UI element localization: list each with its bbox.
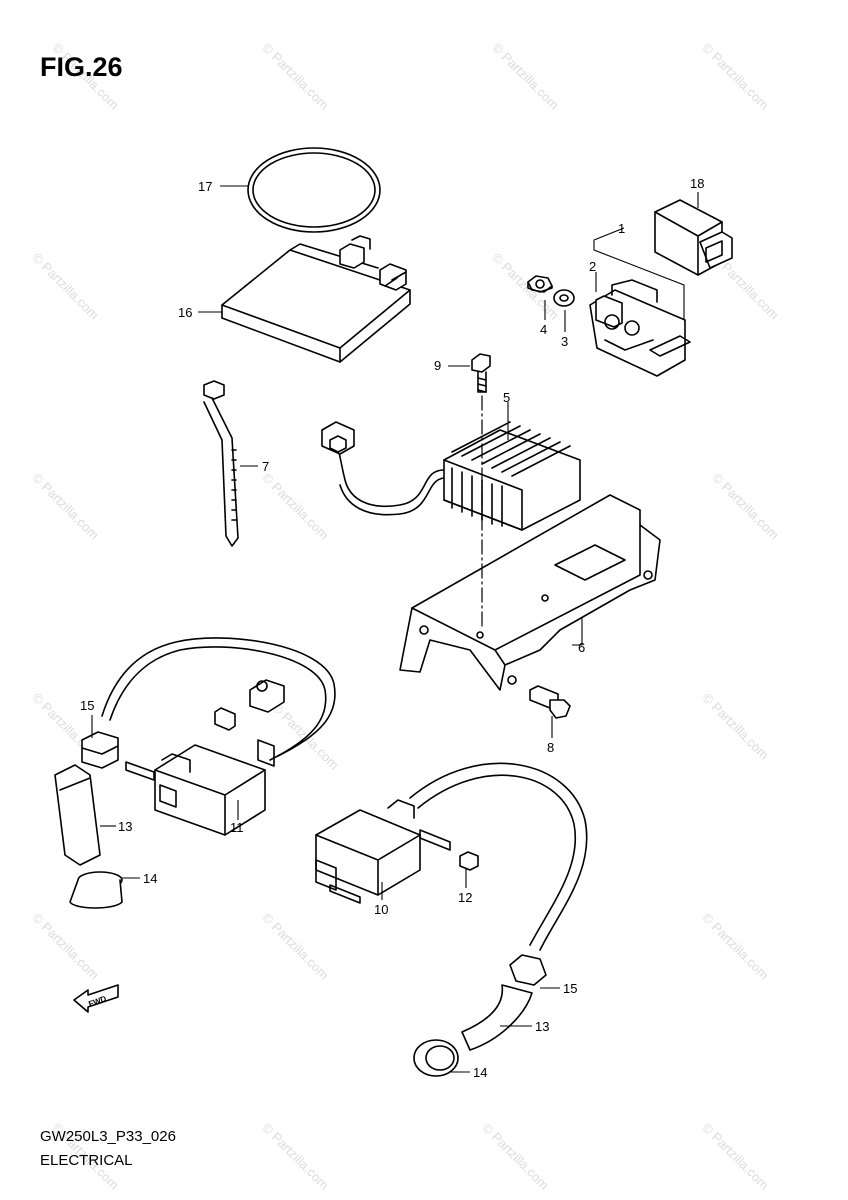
figure-title: FIG.26 <box>40 52 123 82</box>
callout-10: 10 <box>374 902 388 917</box>
part-3-washer[interactable] <box>553 289 575 307</box>
part-10-ignition-coil[interactable] <box>315 762 588 951</box>
part-9-bolt[interactable] <box>471 353 491 393</box>
callout-15: 15 <box>80 698 94 713</box>
part-15-cap-seal[interactable] <box>81 731 119 769</box>
fwd-arrow-icon <box>73 984 119 1013</box>
callout-14-lower: 14 <box>473 1065 487 1080</box>
part-8-bolt[interactable] <box>529 685 571 719</box>
callout-9: 9 <box>434 358 441 373</box>
part-14-boot[interactable] <box>69 871 123 909</box>
callout-13: 13 <box>118 819 132 834</box>
part-13-plug-cap[interactable] <box>54 764 101 866</box>
callout-4: 4 <box>540 322 547 337</box>
figure-code: GW250L3_P33_026 <box>40 1128 176 1145</box>
callout-1: 1 <box>618 221 625 236</box>
callout-5: 5 <box>503 390 510 405</box>
part-14-boot-lower[interactable] <box>413 1039 459 1077</box>
part-5-regulator[interactable] <box>321 421 581 531</box>
callout-11: 11 <box>230 820 244 835</box>
callout-14: 14 <box>143 871 157 886</box>
figure-section: ELECTRICAL <box>40 1152 133 1169</box>
part-6-bracket[interactable] <box>399 494 661 691</box>
part-7-cable-tie[interactable] <box>203 380 239 547</box>
part-12-nut[interactable] <box>459 851 479 871</box>
callout-12: 12 <box>458 890 472 905</box>
callout-15-lower: 15 <box>563 981 577 996</box>
callout-8: 8 <box>547 740 554 755</box>
callout-13-lower: 13 <box>535 1019 549 1034</box>
part-13-plug-cap-lower[interactable] <box>461 984 533 1051</box>
part-4-nut[interactable] <box>527 275 553 293</box>
part-18-relay[interactable] <box>654 199 733 276</box>
part-16-ecm[interactable] <box>221 235 411 363</box>
callout-7: 7 <box>262 459 269 474</box>
part-15-cap-seal-lower[interactable] <box>509 954 547 986</box>
callout-17: 17 <box>198 179 212 194</box>
callout-numbers: 17 18 1 2 16 4 3 9 5 7 6 8 15 13 11 14 1… <box>80 176 704 1080</box>
callout-2: 2 <box>589 259 596 274</box>
part-17-o-ring[interactable] <box>247 147 381 233</box>
callout-3: 3 <box>561 334 568 349</box>
callout-18: 18 <box>690 176 704 191</box>
callout-16: 16 <box>178 305 192 320</box>
part-1-starter-relay[interactable] <box>589 279 691 377</box>
callout-6: 6 <box>578 640 585 655</box>
leader-lines <box>91 185 699 1073</box>
part-11-ignition-coil[interactable] <box>101 637 336 836</box>
